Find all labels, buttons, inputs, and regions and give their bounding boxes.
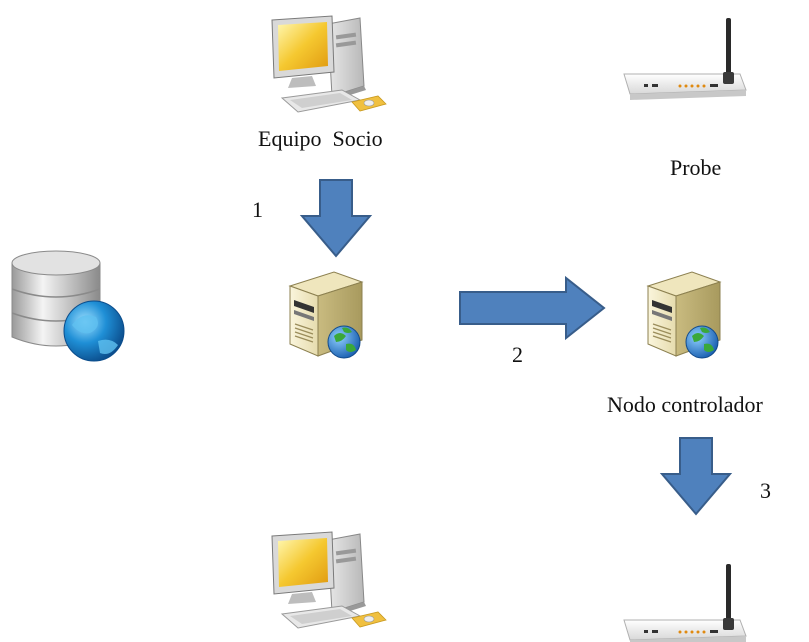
web-server-icon — [282, 258, 382, 368]
arrow-down-3 — [659, 436, 733, 516]
equipo-socio-label: Equipo Socio — [258, 126, 383, 151]
desktop-computer-icon — [268, 15, 393, 116]
web-server-icon — [640, 258, 740, 368]
step-2-label: 2 — [512, 342, 523, 367]
wifi-router-icon — [622, 14, 752, 104]
step-1-label: 1 — [252, 197, 263, 222]
nodo-controlador-label: Nodo controlador — [607, 392, 763, 417]
arrow-right-2 — [458, 275, 608, 341]
database-globe-icon — [6, 245, 128, 367]
desktop-computer-icon — [268, 531, 393, 632]
arrow-down-1 — [299, 178, 373, 258]
wifi-router-icon — [622, 560, 752, 642]
probe-label: Probe — [670, 155, 722, 180]
step-3-label: 3 — [760, 478, 771, 503]
